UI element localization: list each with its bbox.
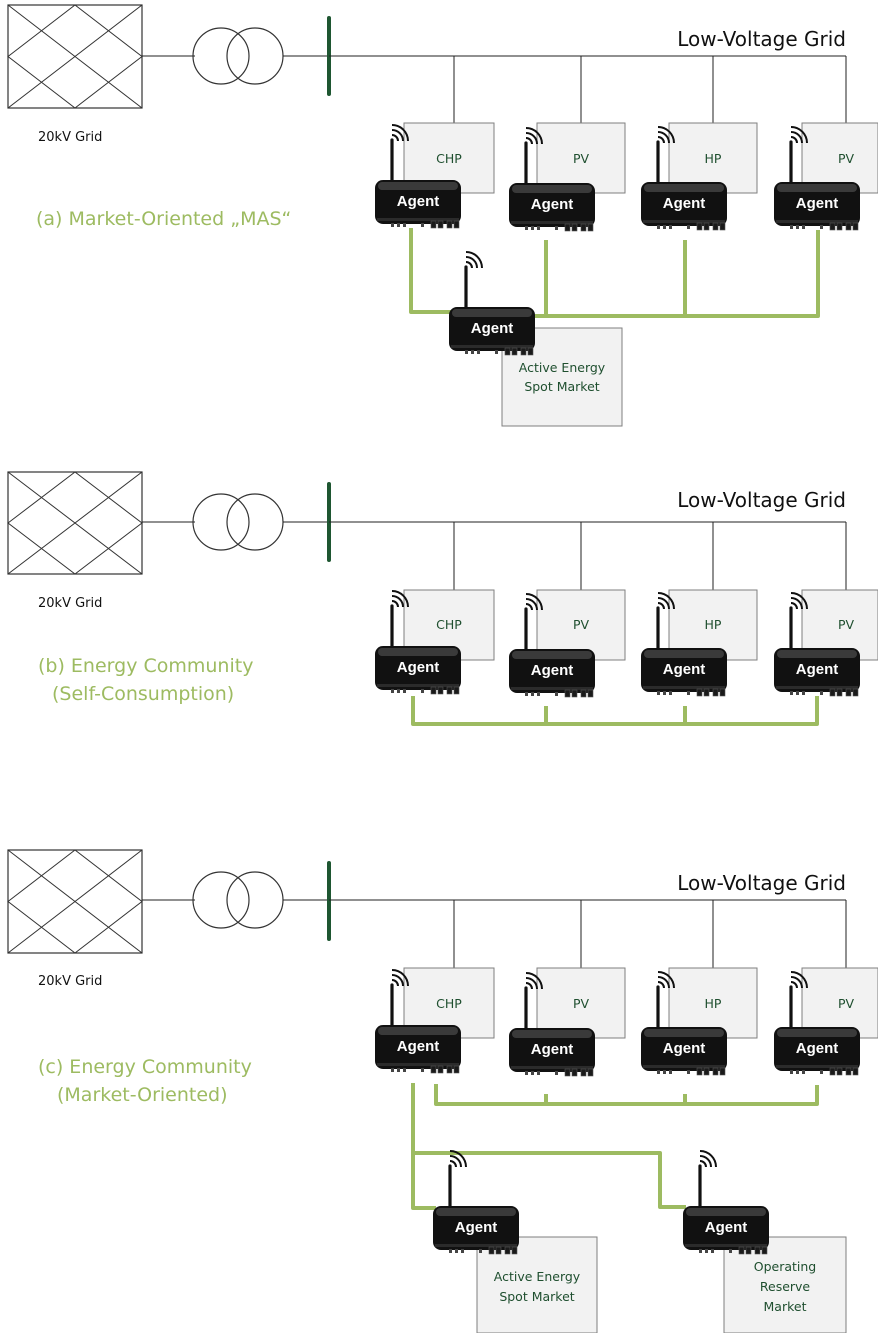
antenna-icon xyxy=(390,124,409,184)
agent-label: Agent xyxy=(397,659,440,676)
agent-label: Agent xyxy=(705,1219,748,1236)
market-label: Spot Market xyxy=(499,1289,574,1304)
low-voltage-grid-label: Low-Voltage Grid xyxy=(677,871,846,895)
agent-label: Agent xyxy=(471,320,514,337)
communication-link xyxy=(535,230,820,318)
agent-label: Agent xyxy=(455,1219,498,1236)
agent-label: Agent xyxy=(397,193,440,210)
agent-label: Agent xyxy=(796,195,839,212)
device-label: PV xyxy=(838,617,855,632)
mode-label: (Market-Oriented) xyxy=(57,1084,228,1106)
market-box xyxy=(476,1236,598,1333)
communication-link xyxy=(411,1083,436,1210)
agent-label: Agent xyxy=(531,196,574,213)
hv-grid-icon xyxy=(7,4,143,109)
market-label: Spot Market xyxy=(524,379,599,394)
agent-device-icon: Agent xyxy=(449,251,535,356)
agent-device-icon: Agent xyxy=(375,124,461,229)
agent-device-icon: Agent xyxy=(774,592,860,697)
antenna-icon xyxy=(698,1150,717,1210)
low-voltage-grid-label: Low-Voltage Grid xyxy=(677,488,846,512)
market-label: Active Energy xyxy=(494,1269,581,1284)
antenna-icon xyxy=(524,972,543,1032)
agent-device-icon: Agent xyxy=(641,592,727,697)
hv-grid-label: 20kV Grid xyxy=(38,130,102,145)
antenna-icon xyxy=(524,593,543,653)
communication-link xyxy=(411,696,819,726)
agent-label: Agent xyxy=(663,661,706,678)
panel-a: 20kV Grid Low-Voltage Grid (a) Market-Or… xyxy=(7,4,878,427)
transformer-icon xyxy=(192,871,284,929)
agent-device-icon: Agent xyxy=(509,593,595,698)
mode-label: (a) Market-Oriented „MAS“ xyxy=(36,208,291,230)
antenna-icon xyxy=(448,1150,467,1210)
antenna-icon xyxy=(789,592,808,652)
agent-label: Agent xyxy=(531,662,574,679)
mode-label: (c) Energy Community xyxy=(38,1056,252,1078)
hv-grid-icon xyxy=(7,471,143,575)
hv-grid-label: 20kV Grid xyxy=(38,974,102,989)
hv-grid-label: 20kV Grid xyxy=(38,596,102,611)
device-label: PV xyxy=(838,151,855,166)
low-voltage-grid-label: Low-Voltage Grid xyxy=(677,27,846,51)
agent-device-icon: Agent xyxy=(509,972,595,1077)
antenna-icon xyxy=(390,590,409,650)
device-box-pv xyxy=(536,967,626,1039)
agent-label: Agent xyxy=(531,1041,574,1058)
agent-device-icon: Agent xyxy=(375,969,461,1074)
agent-label: Agent xyxy=(796,661,839,678)
agent-device-icon: Agent xyxy=(641,126,727,231)
agent-device-icon: Agent xyxy=(509,127,595,232)
agent-label: Agent xyxy=(663,1040,706,1057)
antenna-icon xyxy=(656,971,675,1031)
agent-label: Agent xyxy=(796,1040,839,1057)
agent-device-icon: Agent xyxy=(641,971,727,1076)
market-label: Active Energy xyxy=(519,360,606,375)
agent-device-icon: Agent xyxy=(774,971,860,1076)
device-box-pv xyxy=(536,122,626,194)
device-label: HP xyxy=(705,996,722,1011)
device-label: CHP xyxy=(436,996,462,1011)
market-box xyxy=(723,1236,847,1333)
antenna-icon xyxy=(656,592,675,652)
panel-b: 20kV Grid Low-Voltage Grid (b) Energy Co… xyxy=(7,471,878,726)
agent-device-icon: Agent xyxy=(683,1150,769,1255)
device-label: PV xyxy=(573,151,590,166)
antenna-icon xyxy=(789,126,808,186)
device-box-hp xyxy=(668,122,758,194)
market-label: Market xyxy=(764,1299,807,1314)
device-label: PV xyxy=(838,996,855,1011)
device-label: CHP xyxy=(436,151,462,166)
market-label: Reserve xyxy=(760,1279,811,1294)
hv-grid-icon xyxy=(7,849,143,954)
antenna-icon xyxy=(789,971,808,1031)
agent-label: Agent xyxy=(397,1038,440,1055)
device-label: CHP xyxy=(436,617,462,632)
device-label: PV xyxy=(573,617,590,632)
communication-link xyxy=(409,228,452,314)
device-label: PV xyxy=(573,996,590,1011)
antenna-icon xyxy=(464,251,483,311)
market-label: Operating xyxy=(754,1259,817,1274)
mode-label: (Self-Consumption) xyxy=(52,683,234,705)
device-label: HP xyxy=(705,151,722,166)
antenna-icon xyxy=(390,969,409,1029)
antenna-icon xyxy=(524,127,543,187)
mode-label: (b) Energy Community xyxy=(38,655,253,677)
communication-link xyxy=(434,1084,819,1106)
agent-device-icon: Agent xyxy=(774,126,860,231)
communication-link xyxy=(413,1151,686,1209)
transformer-icon xyxy=(192,493,284,551)
agent-device-icon: Agent xyxy=(375,590,461,695)
agent-label: Agent xyxy=(663,195,706,212)
transformer-icon xyxy=(192,27,284,85)
agent-device-icon: Agent xyxy=(433,1150,519,1255)
device-label: HP xyxy=(705,617,722,632)
panel-c: 20kV Grid Low-Voltage Grid (c) Energy Co… xyxy=(7,849,878,1333)
antenna-icon xyxy=(656,126,675,186)
